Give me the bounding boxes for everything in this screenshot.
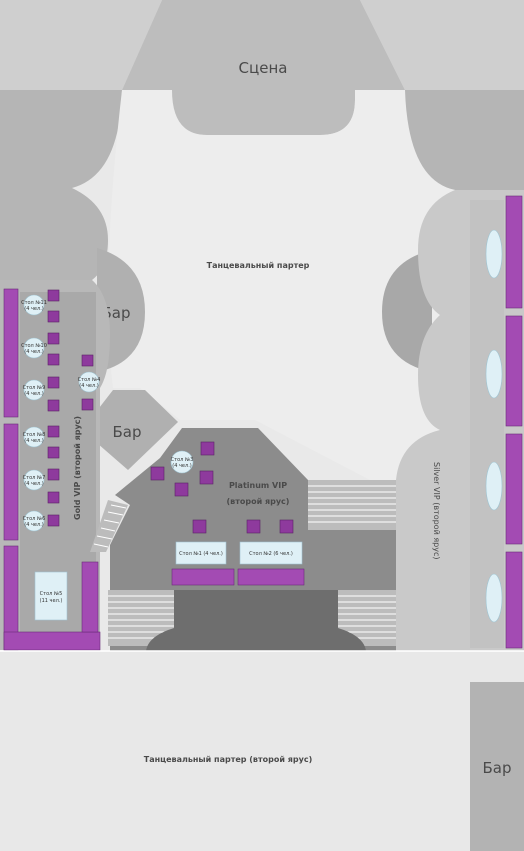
silver-vip-sofas xyxy=(505,195,523,649)
bar-bottom[interactable] xyxy=(470,682,524,851)
bar-bottom-label: Бар xyxy=(482,759,511,777)
svg-text:Стол №3: Стол №3 xyxy=(171,457,194,463)
table-1[interactable]: Стол №1 (4 чел.) xyxy=(175,541,227,565)
dance-floor[interactable] xyxy=(108,90,455,480)
gold-vip-label: Gold VIP (второй ярус) xyxy=(73,416,82,520)
right-upper-zone xyxy=(405,90,524,190)
svg-text:(4 чел.): (4 чел.) xyxy=(24,349,44,355)
svg-text:Стол №6: Стол №6 xyxy=(23,516,46,522)
platinum-vip-label-2: (второй ярус) xyxy=(227,497,290,506)
table-3[interactable]: Стол №3 (4 чел.) xyxy=(171,450,194,474)
svg-text:Стол №4: Стол №4 xyxy=(78,377,101,383)
table-10[interactable]: Стол №10 (4 чел.) xyxy=(21,337,47,359)
svg-text:(4 чел.): (4 чел.) xyxy=(24,438,44,444)
gold-vip-seats xyxy=(47,289,94,527)
silver-vip-label: Silver VIP (второй ярус) xyxy=(432,462,441,559)
platinum-vip-label-1: Platinum VIP xyxy=(229,481,287,490)
stairs-platinum-right xyxy=(308,480,396,530)
svg-text:Стол №1 (4 чел.): Стол №1 (4 чел.) xyxy=(179,551,223,557)
dance-floor-second-tier[interactable] xyxy=(0,651,524,851)
svg-text:(4 чел.): (4 чел.) xyxy=(24,522,44,528)
svg-text:Стол №11: Стол №11 xyxy=(21,300,47,306)
stage-label: Сцена xyxy=(239,59,288,77)
right-semicircle xyxy=(382,250,432,372)
gold-vip-sofas xyxy=(3,288,101,651)
bar-center-label: Бар xyxy=(112,423,141,441)
dance-floor-label: Танцевальный партер xyxy=(207,261,310,270)
svg-text:(4 чел.): (4 чел.) xyxy=(172,463,192,469)
svg-text:Стол №9: Стол №9 xyxy=(23,385,46,391)
table-11[interactable]: Стол №11 (4 чел.) xyxy=(21,294,47,316)
table-9[interactable]: Стол №9 (4 чел.) xyxy=(23,379,46,401)
svg-text:(4 чел.): (4 чел.) xyxy=(24,391,44,397)
svg-text:(4 чел.): (4 чел.) xyxy=(24,481,44,487)
bar-center[interactable] xyxy=(82,390,178,470)
dance-floor-second-label: Танцевальный партер (второй ярус) xyxy=(144,755,312,764)
top-right-corner xyxy=(360,0,524,90)
svg-text:Стол №5: Стол №5 xyxy=(40,591,63,597)
top-left-corner xyxy=(0,0,162,90)
svg-text:Стол №10: Стол №10 xyxy=(21,343,47,349)
table-7[interactable]: Стол №7 (4 чел.) xyxy=(23,469,46,491)
svg-text:Стол №7: Стол №7 xyxy=(23,475,46,481)
table-6[interactable]: Стол №6 (4 чел.) xyxy=(23,510,46,532)
table-4[interactable]: Стол №4 (4 чел.) xyxy=(78,371,101,393)
svg-text:(4 чел.): (4 чел.) xyxy=(79,383,99,389)
table-5[interactable]: Стол №5 (11 чел.) xyxy=(34,571,68,621)
svg-text:Стол №2 (6 чел.): Стол №2 (6 чел.) xyxy=(249,551,293,557)
stairs-gold xyxy=(90,500,128,552)
platinum-vip-seats xyxy=(150,441,305,586)
left-upper-zone xyxy=(0,90,122,280)
stage[interactable] xyxy=(122,0,405,135)
svg-text:(11 чел.): (11 чел.) xyxy=(40,598,63,604)
svg-text:Стол №8: Стол №8 xyxy=(23,432,46,438)
table-8[interactable]: Стол №8 (4 чел.) xyxy=(23,426,46,448)
table-2[interactable]: Стол №2 (6 чел.) xyxy=(239,541,303,565)
svg-text:(4 чел.): (4 чел.) xyxy=(24,306,44,312)
silver-vip-tables[interactable] xyxy=(485,229,503,623)
lower-stage-block xyxy=(146,590,366,651)
